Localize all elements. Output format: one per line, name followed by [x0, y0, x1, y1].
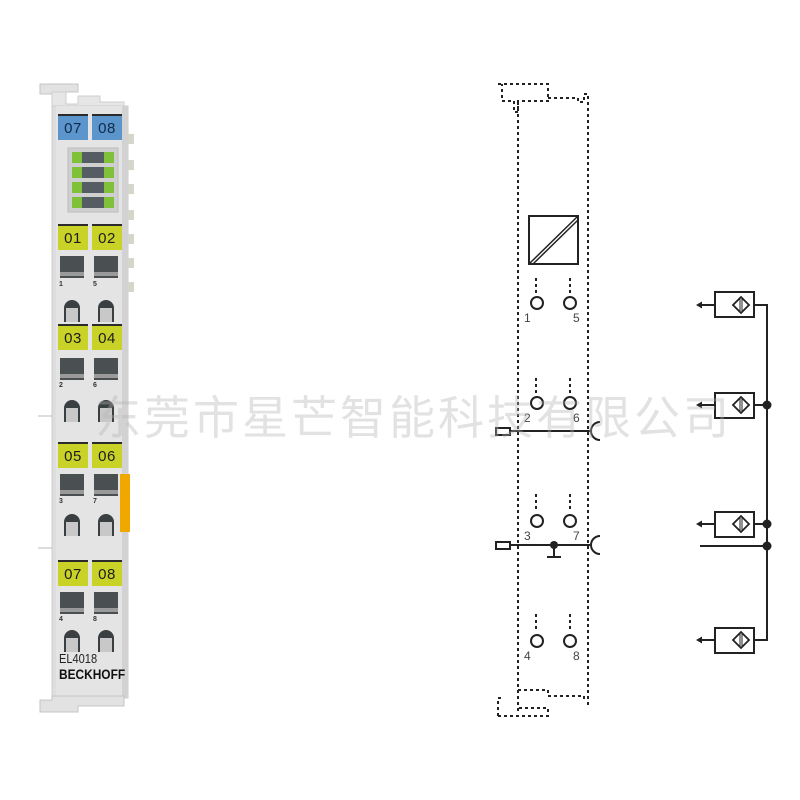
diagram-terminal-number: 4	[524, 649, 531, 663]
arrow-left-icon	[696, 301, 702, 644]
channel-label: 07	[58, 560, 88, 586]
terminal-module: 07 08 01 02 03 04 05 06 07 08 1 5 2 6 3 …	[38, 82, 138, 716]
module-outline-dashed	[497, 83, 589, 717]
top-label-left: 07	[58, 114, 88, 140]
diagram-terminal-number: 2	[524, 411, 531, 425]
channel-label: 06	[92, 442, 122, 468]
channel-label: 04	[92, 324, 122, 350]
analog-to-digital-converter-icon	[528, 215, 579, 265]
junction-dots	[762, 400, 772, 551]
brand-logo: BECKHOFF	[59, 666, 126, 682]
top-label-right: 08	[92, 114, 122, 140]
diagram-terminal-number: 5	[573, 311, 580, 325]
diagram-terminal-number: 8	[573, 649, 580, 663]
terminal-number: 1	[59, 281, 63, 288]
channel-label: 05	[58, 442, 88, 468]
terminal-number: 5	[93, 281, 97, 288]
terminal-number: 4	[59, 616, 63, 623]
diagram-terminal-number: 1	[524, 311, 531, 325]
terminal-number: 7	[93, 498, 97, 505]
terminal-number: 8	[93, 616, 97, 623]
terminal-number: 2	[59, 382, 63, 389]
power-contacts	[495, 421, 601, 558]
channel-label: 01	[58, 224, 88, 250]
ground-node-icon	[550, 541, 558, 549]
diagram-terminal-number: 6	[573, 411, 580, 425]
channel-label: 03	[58, 324, 88, 350]
terminal-number: 6	[93, 382, 97, 389]
terminal-points	[530, 278, 577, 648]
module-housing	[38, 83, 134, 713]
diagram-terminal-number: 7	[573, 529, 580, 543]
model-number: EL4018	[59, 651, 98, 666]
channel-label: 02	[92, 224, 122, 250]
channel-label: 08	[92, 560, 122, 586]
terminal-number: 3	[59, 498, 63, 505]
led-indicators	[72, 152, 114, 208]
load-devices	[700, 291, 768, 654]
diagram-terminal-number: 3	[524, 529, 531, 543]
